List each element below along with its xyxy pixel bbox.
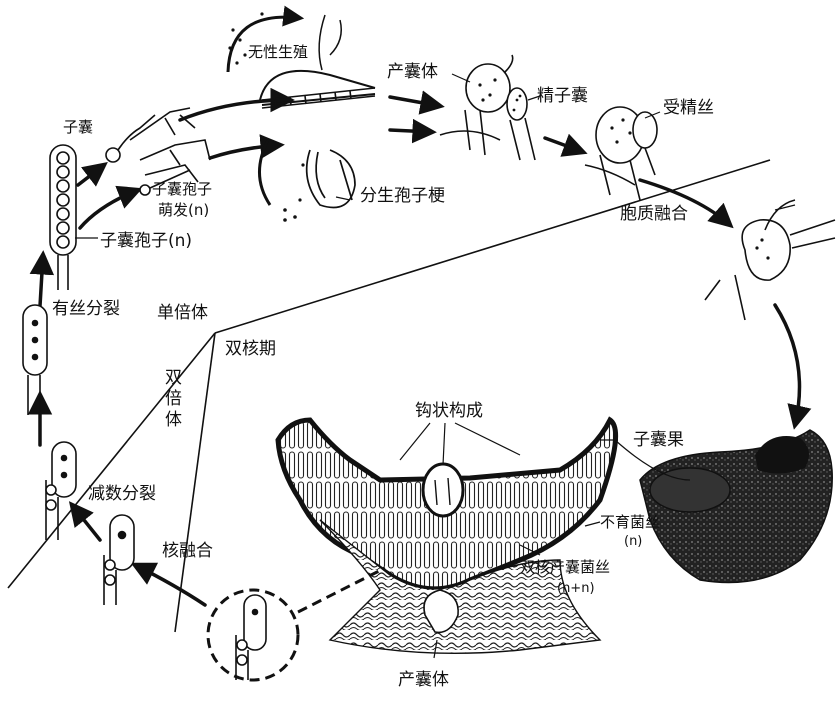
label-sterile-hyphae: 不育菌丝 xyxy=(600,515,660,530)
label-karyogamy: 核融合 xyxy=(162,543,213,560)
ascocarp-section xyxy=(278,420,616,653)
hyphae-upper xyxy=(262,88,375,108)
label-crozier-formation: 钩状构成 xyxy=(415,403,483,420)
label-meiosis: 减数分裂 xyxy=(88,486,156,503)
label-dikaryotic-phase: 双核期 xyxy=(225,341,276,358)
ascocarp-illustration xyxy=(640,430,832,583)
label-ascocarp: 子囊果 xyxy=(633,432,684,449)
label-ascogonium-bottom: 产囊体 xyxy=(398,672,449,689)
label-ascospores-n: 子囊孢子(n) xyxy=(100,233,192,250)
trichogyne-stage xyxy=(585,107,657,200)
ascus-with-ascospores xyxy=(50,145,76,290)
label-plasmogamy: 胞质融合 xyxy=(620,206,688,223)
zoomed-ascus xyxy=(236,595,266,680)
ascogonium-antheridium xyxy=(440,55,535,160)
label-ascospore-germination: 子囊孢子 xyxy=(152,182,212,197)
label-dikaryotic-ascogenous-hyphae: 双核产囊菌丝 xyxy=(520,560,610,575)
label-sterile-n: (n) xyxy=(624,535,642,548)
label-haploid: 单倍体 xyxy=(157,305,208,322)
plasmogamy-stage xyxy=(705,200,835,320)
label-asexual-reproduction: 无性生殖 xyxy=(248,45,308,60)
conidiophore-structure xyxy=(259,140,355,222)
label-ascus: 子囊 xyxy=(63,120,93,135)
label-mitosis: 有丝分裂 xyxy=(52,301,120,318)
label-trichogyne: 受精丝 xyxy=(663,100,714,117)
label-ascogonium-top: 产囊体 xyxy=(387,64,438,81)
label-conidiophore: 分生孢子梗 xyxy=(360,188,445,205)
label-dikaryon-nn: (n+n) xyxy=(557,582,595,595)
label-diploid: 双倍体 xyxy=(162,368,179,431)
label-germination-n: 萌发(n) xyxy=(158,203,209,218)
ascus-stages-left xyxy=(23,305,134,605)
label-antheridium: 精子囊 xyxy=(537,88,588,105)
